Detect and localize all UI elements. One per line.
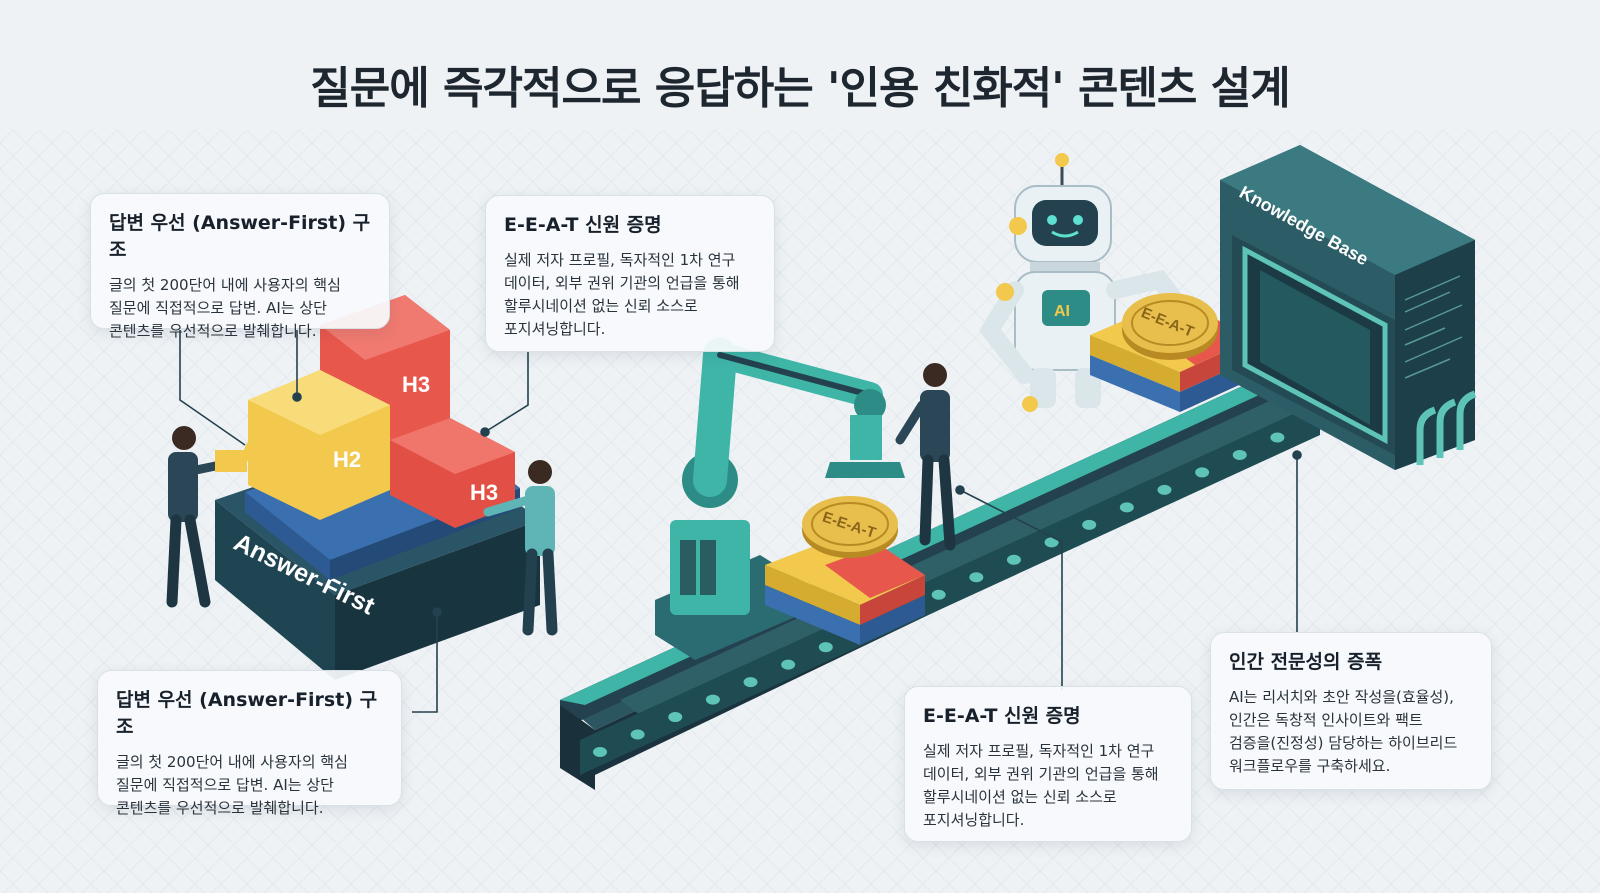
- robot-arm: [655, 338, 905, 660]
- conveyor-roller: [1082, 519, 1097, 530]
- card-body: 글의 첫 200단어 내에 사용자의 핵심 질문에 직접적으로 답변. AI는 …: [109, 276, 341, 340]
- ai-robot: AI: [979, 153, 1184, 412]
- card-heading: 답변 우선 (Answer-First) 구조: [116, 689, 378, 738]
- card-heading: E-E-A-T 신원 증명: [504, 214, 662, 236]
- person-right: [483, 460, 558, 636]
- card-answer-first-bottom: 답변 우선 (Answer-First) 구조 글의 첫 200단어 내에 사용…: [97, 670, 402, 817]
- conveyor-roller: [1157, 484, 1172, 495]
- h2-label: H2: [333, 447, 361, 472]
- conveyor-roller: [1119, 502, 1134, 513]
- conveyor-roller: [969, 572, 984, 583]
- card-heading: E-E-A-T 신원 증명: [923, 705, 1081, 727]
- conveyor-roller: [630, 729, 645, 740]
- puzzle-stack: H3 H2 H3: [244, 295, 520, 580]
- conveyor-roller: [1232, 449, 1247, 460]
- card-eeat-bottom: E-E-A-T 신원 증명 실제 저자 프로필, 독자적인 1차 연구 데이터,…: [904, 686, 1192, 842]
- card-heading: 답변 우선 (Answer-First) 구조: [109, 212, 371, 261]
- content-tray-1: E-E-A-T: [765, 496, 925, 645]
- worker: [895, 363, 956, 551]
- conveyor-roller: [1195, 467, 1210, 478]
- conveyor-roller: [668, 712, 683, 723]
- card-body: 실제 저자 프로필, 독자적인 1차 연구 데이터, 외부 권위 기관의 언급을…: [504, 251, 740, 338]
- person-left: [166, 426, 247, 608]
- page-title: 질문에 즉각적으로 응답하는 '인용 친화적' 콘텐츠 설계: [310, 63, 1290, 114]
- ai-badge: AI: [1054, 303, 1070, 320]
- connectors-left: [179, 330, 529, 713]
- card-body: 글의 첫 200단어 내에 사용자의 핵심 질문에 직접적으로 답변. AI는 …: [116, 753, 348, 817]
- conveyor-roller: [818, 642, 833, 653]
- conveyor-roller: [931, 589, 946, 600]
- conveyor-roller: [1270, 432, 1285, 443]
- card-heading: 인간 전문성의 증폭: [1229, 651, 1383, 673]
- card-body: AI는 리서치와 초안 작성을(효율성), 인간은 독창적 인사이트와 팩트 검…: [1229, 688, 1458, 775]
- conveyor-roller: [705, 694, 720, 705]
- connectors-right: [955, 450, 1302, 690]
- h3-front-label: H3: [470, 480, 498, 505]
- h3-back-label: H3: [402, 372, 430, 397]
- conveyor-roller: [1044, 537, 1059, 548]
- card-eeat-top: E-E-A-T 신원 증명 실제 저자 프로필, 독자적인 1차 연구 데이터,…: [485, 195, 775, 352]
- card-human-expertise: 인간 전문성의 증폭 AI는 리서치와 초안 작성을(효율성), 인간은 독창적…: [1210, 632, 1492, 790]
- conveyor-roller: [781, 659, 796, 670]
- card-body: 실제 저자 프로필, 독자적인 1차 연구 데이터, 외부 권위 기관의 언급을…: [923, 742, 1159, 829]
- card-answer-first-top: 답변 우선 (Answer-First) 구조 글의 첫 200단어 내에 사용…: [90, 193, 390, 340]
- conveyor-roller: [1006, 554, 1021, 565]
- conveyor-roller: [743, 677, 758, 688]
- conveyor-roller: [593, 747, 607, 757]
- knowledge-base-machine: Knowledge Base: [1220, 145, 1477, 470]
